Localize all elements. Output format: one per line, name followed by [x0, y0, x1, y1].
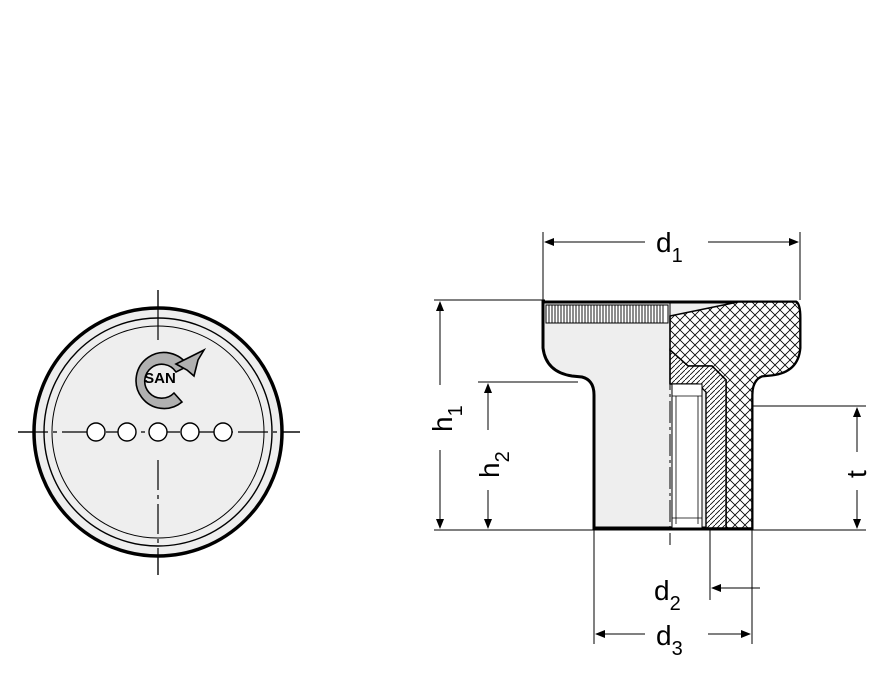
top-view: SAN	[18, 290, 300, 575]
label-d3: d3	[656, 620, 683, 660]
logo-arc-icon	[135, 351, 190, 410]
label-d2: d2	[654, 575, 681, 615]
logo-arrow-icon	[174, 348, 207, 378]
label-t: t	[841, 470, 872, 478]
label-h1: h1	[427, 405, 467, 432]
logo-text: SAN	[144, 370, 176, 387]
crosshatch-section	[669, 301, 801, 529]
hole	[148, 422, 168, 442]
hole-row	[86, 422, 233, 442]
label-h2: h2	[474, 451, 514, 478]
hole	[180, 422, 200, 442]
hole	[86, 422, 106, 442]
label-d1: d1	[656, 227, 683, 267]
thread-bore	[671, 383, 703, 529]
san-logo: SAN	[135, 348, 207, 410]
knurl-band	[545, 304, 669, 324]
section-view: d1 h1 h2 t d2 d3	[427, 227, 872, 660]
hole	[213, 422, 233, 442]
hole	[117, 422, 137, 442]
